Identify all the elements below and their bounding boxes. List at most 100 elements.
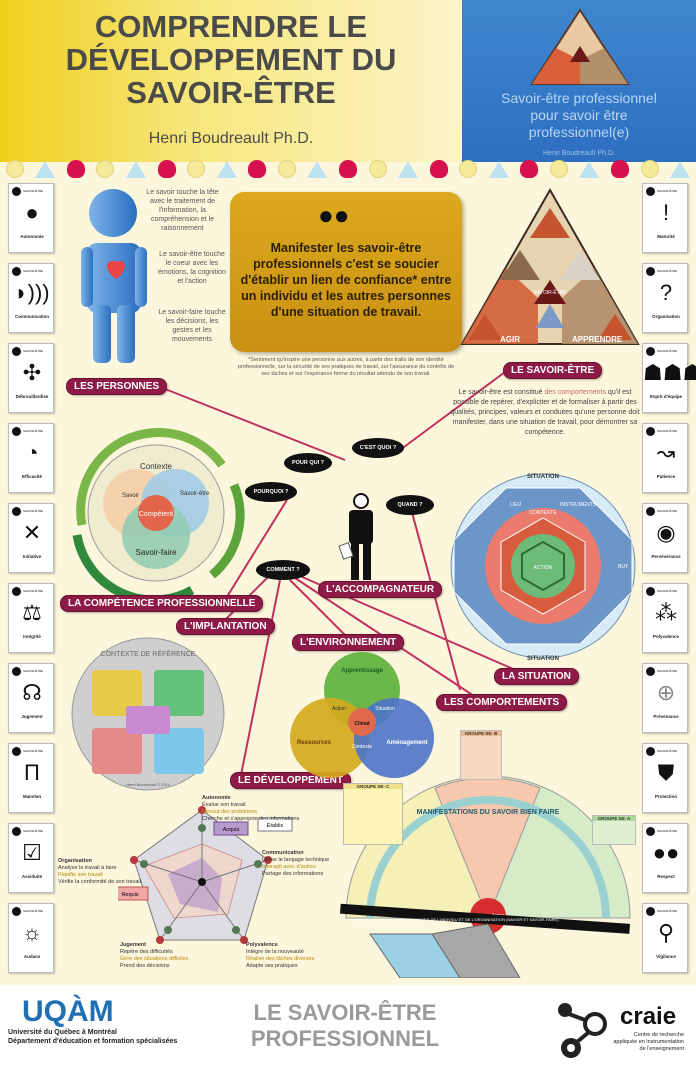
but-label: BUT	[618, 564, 628, 570]
group-name: GROUPE SE- C	[344, 784, 402, 790]
card-tag: SAVOIR-ÊTRE	[23, 509, 44, 513]
triangle-side-apprendre: APPRENDRE	[572, 335, 623, 344]
axis-name: Organisation	[58, 858, 92, 864]
card-polyvalence: SAVOIR-ÊTRE⁂Polyvalence	[642, 583, 688, 653]
card-label: Assiduité	[21, 874, 43, 879]
craie-sub-line: appliquée en instrumentation	[613, 1039, 684, 1045]
pink-drop-icon	[520, 160, 539, 178]
head-icon	[646, 427, 655, 436]
axis-item: Analyse le travail à faire	[58, 865, 117, 871]
head-icon	[646, 747, 655, 756]
two-heads-icon: ●●	[318, 200, 350, 230]
speaking-head-icon: ◗)))	[14, 280, 50, 305]
header-right-author: Henri Boudreault Ph.D.	[543, 150, 615, 157]
head-icon	[646, 187, 655, 196]
subtitle-line-3: professionnel(e)	[528, 124, 630, 140]
subtitle-line-2: pour savoir être	[530, 107, 628, 123]
situation-title-top: SITUATION	[527, 474, 559, 480]
amenagement-label: Aménagement	[386, 740, 427, 746]
card-debrouillardise: SAVOIR-ÊTRE✣Débrouillardise	[8, 343, 54, 413]
label-accompagnateur: L'ACCOMPAGNATEUR	[318, 581, 443, 598]
label-comportements: LES COMPORTEMENTS	[436, 694, 568, 711]
card-label: Initiative	[22, 554, 42, 559]
card-label: Maintien	[22, 794, 42, 799]
title-line-3: SAVOIR-ÊTRE	[126, 75, 336, 110]
card-tag: SAVOIR-ÊTRE	[23, 589, 44, 593]
poster-title: COMPRENDRE LE DÉVELOPPEMENT DU SAVOIR-ÊT…	[0, 10, 462, 109]
action-label: Action	[332, 706, 346, 712]
card-tag: SAVOIR-ÊTRE	[657, 589, 678, 593]
axis-item: Interagit avec d'autres	[262, 864, 316, 870]
card-esprit-equipe: SAVOIR-ÊTRE☗☗☗Esprit d'équipe	[642, 343, 696, 413]
card-tag: SAVOIR-ÊTRE	[23, 669, 44, 673]
pink-drop-icon	[429, 160, 448, 178]
competent-label: Compétent	[139, 511, 173, 518]
axis-item: Résout des problèmes	[202, 809, 258, 815]
card-audace: SAVOIR-ÊTRE☼Audace	[8, 903, 54, 973]
yellow-circle-icon	[187, 160, 206, 178]
bubble-quand: QUAND ?	[386, 495, 434, 515]
header-subtitle: Savoir-être professionnel pour savoir êt…	[462, 90, 696, 141]
context-title: CONTEXTE	[529, 510, 557, 516]
mini-triangle-icon	[530, 8, 630, 85]
card-tag: SAVOIR-ÊTRE	[657, 909, 678, 913]
pink-drop-icon	[66, 160, 85, 178]
card-label: Organisation	[652, 314, 680, 319]
definition-part: Le savoir-être est constitué	[458, 389, 545, 396]
trust-statement: Manifester les savoir-être professionnel…	[240, 241, 452, 319]
axis-name: Jugement	[120, 942, 146, 948]
card-autonomie: SAVOIR-ÊTRE●Autonomie	[8, 183, 54, 253]
card-vigilance: SAVOIR-ÊTRE⚲Vigilance	[642, 903, 688, 973]
savoir-etre-label: Savoir-être	[180, 491, 210, 497]
axis-item: Planifie son travail	[58, 872, 103, 878]
card-communication: SAVOIR-ÊTRE◗)))Communication	[8, 263, 54, 333]
group-name: GROUPE SE- B	[461, 731, 501, 737]
environment-venn-diagram: Apprentissage Ressources Aménagement Act…	[290, 652, 434, 778]
bubble-comment: COMMENT ?	[256, 560, 310, 580]
apprentissage-label: Apprentissage	[341, 668, 383, 674]
label-environnement: L'ENVIRONNEMENT	[292, 634, 405, 651]
crosshair-icon: ⊕	[656, 680, 676, 705]
savoir-etre-triangle-diagram: SAVOIR-ÊTRE AGIR APPRENDRE	[460, 188, 640, 345]
legend-requis: Requis	[121, 892, 138, 898]
card-integrite: SAVOIR-ÊTRE⚖Intégrité	[8, 583, 54, 653]
group-se-a: GROUPE SE- A	[592, 815, 636, 845]
blue-triangle-icon	[579, 160, 600, 178]
uqam-sub-line: Département d'éducation et formation spé…	[8, 1038, 178, 1045]
magnifier-icon: ⚲	[657, 920, 675, 945]
climat-label: Climat	[354, 721, 370, 727]
head-icon	[12, 667, 21, 676]
head-icon	[12, 187, 21, 196]
card-label: Audace	[23, 954, 41, 959]
lieu-label: LIEU	[510, 502, 522, 508]
checkbox-icon: ☑	[22, 840, 42, 865]
craie-sub-line: Centre de recherche	[633, 1032, 684, 1038]
head-icon	[12, 827, 21, 836]
axis-item: Vérifie la conformité de son travail	[58, 879, 141, 885]
head-icon	[646, 587, 655, 596]
manifestations-semicircle-diagram: SAVOIR-ÊTRE MANIFESTATIONS DU SAVOIR BIE…	[340, 775, 631, 978]
card-label: Respect	[657, 874, 675, 879]
axis-item: Réalise des tâches diverses	[246, 956, 315, 962]
head-icon	[646, 667, 655, 676]
axis-item: Utilise le langage technique	[262, 857, 330, 863]
card-label: Communication	[14, 314, 49, 319]
axis-item: Gère des situations difficiles	[120, 956, 189, 962]
card-label: Débrouillardise	[15, 394, 49, 399]
craie-subtitle: Centre de recherche appliquée en instrum…	[590, 1032, 684, 1053]
lightbulb-icon: ☼	[21, 920, 43, 945]
group-name: GROUPE SE- A	[593, 816, 635, 822]
instruments-label: INSTRUMENTS	[560, 502, 597, 508]
card-label: Polyvalence	[652, 634, 679, 639]
shield-icon: ⛊	[657, 760, 675, 785]
bubble-pour-qui: POUR QUI ?	[284, 453, 332, 473]
head-icon	[646, 267, 655, 276]
semicircle-title: MANIFESTATIONS DU SAVOIR BIEN FAIRE	[417, 809, 560, 816]
pink-drop-icon	[157, 160, 176, 178]
yellow-circle-icon	[277, 160, 296, 178]
savoir-label: Savoir	[122, 493, 139, 499]
card-initiative: SAVOIR-ÊTRE✕Initiative	[8, 503, 54, 573]
hands-note: Le savoir-faire touche les décisions, le…	[158, 309, 226, 343]
